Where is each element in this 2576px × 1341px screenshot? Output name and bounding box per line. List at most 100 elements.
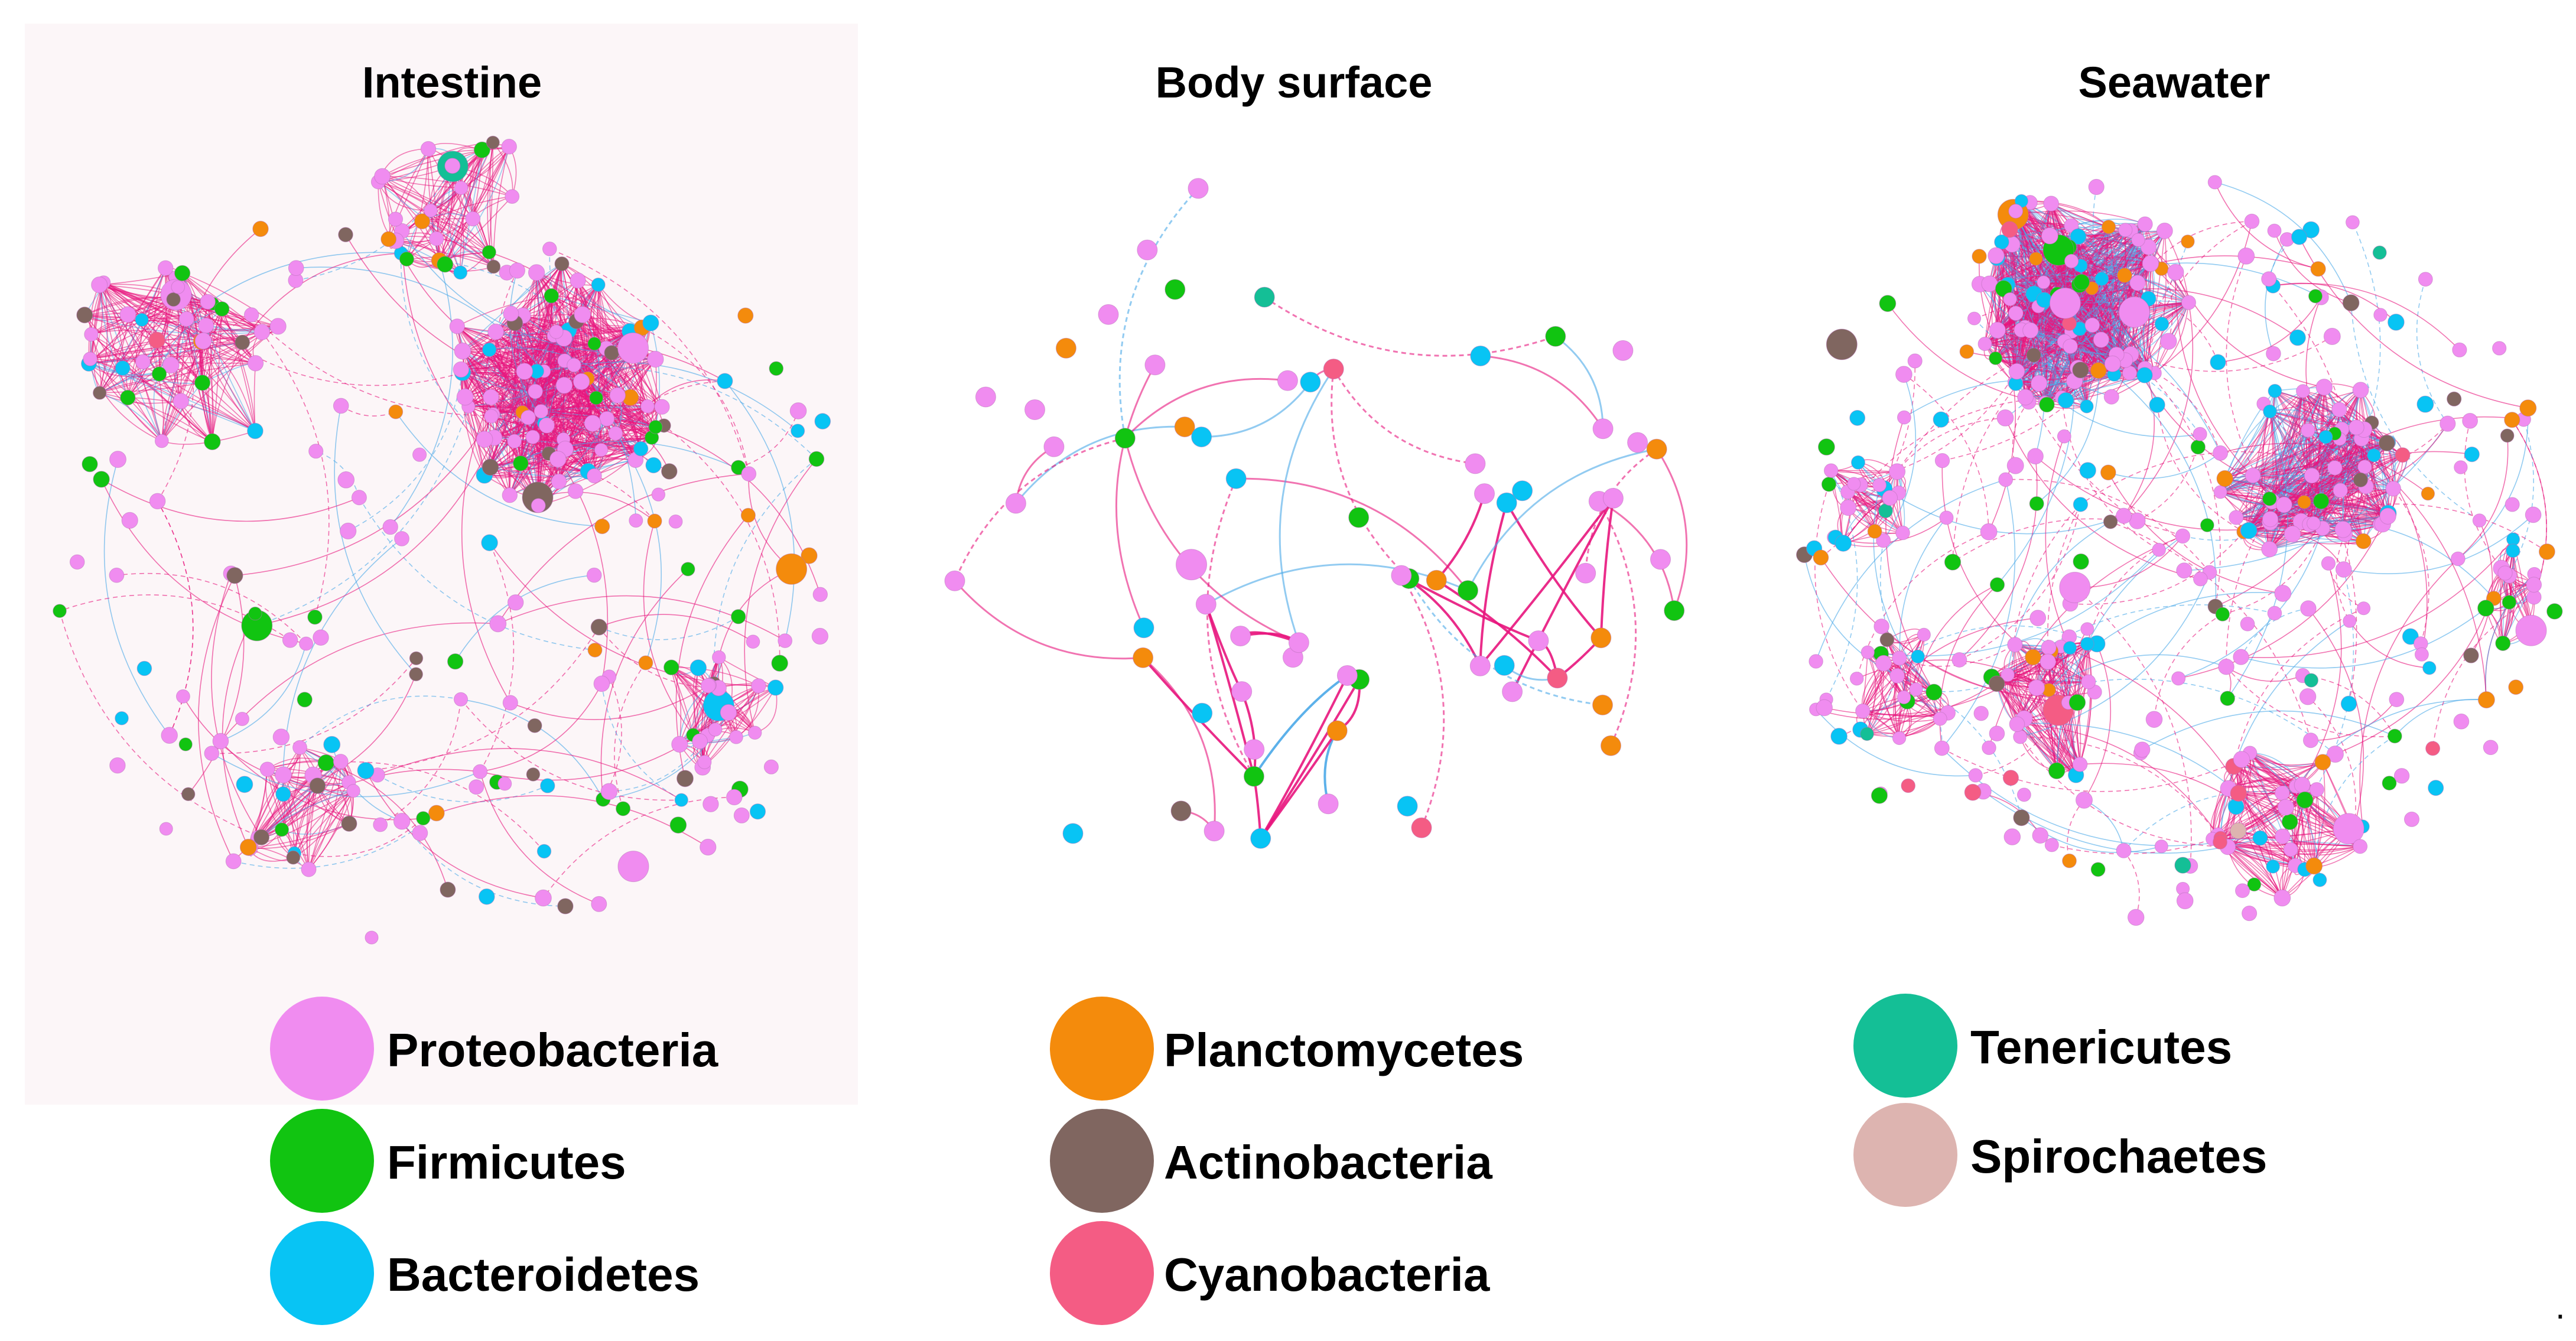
network-node [454, 181, 469, 196]
network-edge [603, 676, 622, 800]
network-node [534, 404, 549, 419]
network-node [647, 350, 664, 368]
network-edge [2144, 220, 2252, 376]
network-edge [484, 448, 641, 476]
network-edge [1974, 225, 2072, 319]
network-edge [2123, 791, 2282, 851]
network-node [1397, 796, 1418, 817]
panel-title-intestine: Intestine [362, 58, 542, 107]
network-node [1024, 399, 1045, 420]
network-edge [1939, 584, 1998, 748]
network-node [69, 554, 85, 570]
network-edge [1118, 187, 1199, 439]
network-node [1612, 340, 1634, 361]
network-node [1137, 239, 1158, 261]
network-edge [2457, 435, 2509, 559]
network-node [584, 415, 601, 432]
network-node [1650, 549, 1671, 570]
network-edge [1015, 425, 1185, 504]
network-node [1602, 487, 1624, 509]
network-edge [2183, 500, 2322, 541]
network-node [1191, 427, 1212, 448]
network-edge [2092, 246, 2149, 326]
network-node [1005, 493, 1026, 514]
network-edge [2070, 531, 2245, 605]
network-edge [1996, 604, 2275, 685]
network-edge [1400, 574, 1539, 642]
network-node [540, 778, 555, 793]
network-edge [326, 761, 545, 852]
network-node [1348, 507, 1370, 528]
network-node [121, 512, 138, 529]
network-node [288, 260, 304, 276]
network-edge [401, 821, 565, 907]
network-edge [601, 683, 682, 800]
network-edge [495, 263, 562, 333]
network-node [173, 393, 190, 409]
network-body-surface [944, 178, 1688, 849]
network-node [528, 383, 543, 399]
network-node [1300, 372, 1321, 393]
network-node [801, 547, 818, 564]
network-edge [522, 412, 609, 684]
network-edge [2148, 298, 2219, 363]
network-edge [296, 266, 545, 372]
network-node [409, 651, 424, 665]
network-edge [221, 308, 256, 431]
network-edge [2142, 710, 2395, 750]
network-edge [460, 369, 558, 460]
network-node [586, 567, 602, 583]
network-node [1174, 416, 1195, 438]
network-node [388, 404, 404, 419]
network-edge [2500, 550, 2513, 644]
network-node [247, 422, 264, 440]
network-node [1528, 630, 1549, 652]
network-node [214, 301, 230, 317]
network-node [1170, 800, 1192, 822]
body-surface-nodes [944, 178, 1685, 849]
network-node [1646, 438, 1667, 460]
network-node [486, 135, 500, 149]
network-edge [261, 331, 330, 617]
network-node [93, 471, 110, 488]
network-node [589, 390, 603, 405]
network-node [486, 259, 501, 274]
network-node [975, 386, 996, 408]
network-edge [390, 260, 453, 528]
network-node [640, 399, 655, 414]
network-node [158, 260, 174, 276]
network-edge [1996, 683, 2077, 776]
network-edge [1959, 504, 2081, 660]
network-node [243, 307, 259, 323]
network-node [174, 265, 191, 282]
network-edge [103, 282, 243, 343]
network-edge [2470, 520, 2493, 656]
network-edge [738, 411, 799, 468]
network-node [253, 324, 271, 340]
network-edge [99, 392, 213, 442]
network-node [482, 342, 497, 357]
network-edge [2060, 646, 2273, 867]
network-node [204, 746, 220, 761]
network-edge [2269, 430, 2309, 549]
network-edge [326, 762, 448, 890]
network-node [333, 754, 349, 770]
network-node [275, 786, 291, 802]
network-edge [1814, 484, 1863, 711]
network-node [309, 777, 326, 794]
network-node [1336, 665, 1358, 686]
intestine-nodes [53, 135, 831, 945]
network-edge [2335, 568, 2502, 755]
network-edge [1866, 652, 1876, 734]
network-edge [1884, 417, 2006, 489]
network-node [549, 324, 564, 339]
network-edge [299, 695, 461, 748]
network-node [420, 141, 437, 157]
network-edge [1598, 500, 1676, 611]
network-edge [599, 616, 739, 640]
network-node [456, 388, 474, 406]
network-edge [1897, 675, 2022, 818]
network-node [76, 307, 93, 324]
network-node [593, 675, 610, 692]
network-node [1664, 600, 1685, 621]
